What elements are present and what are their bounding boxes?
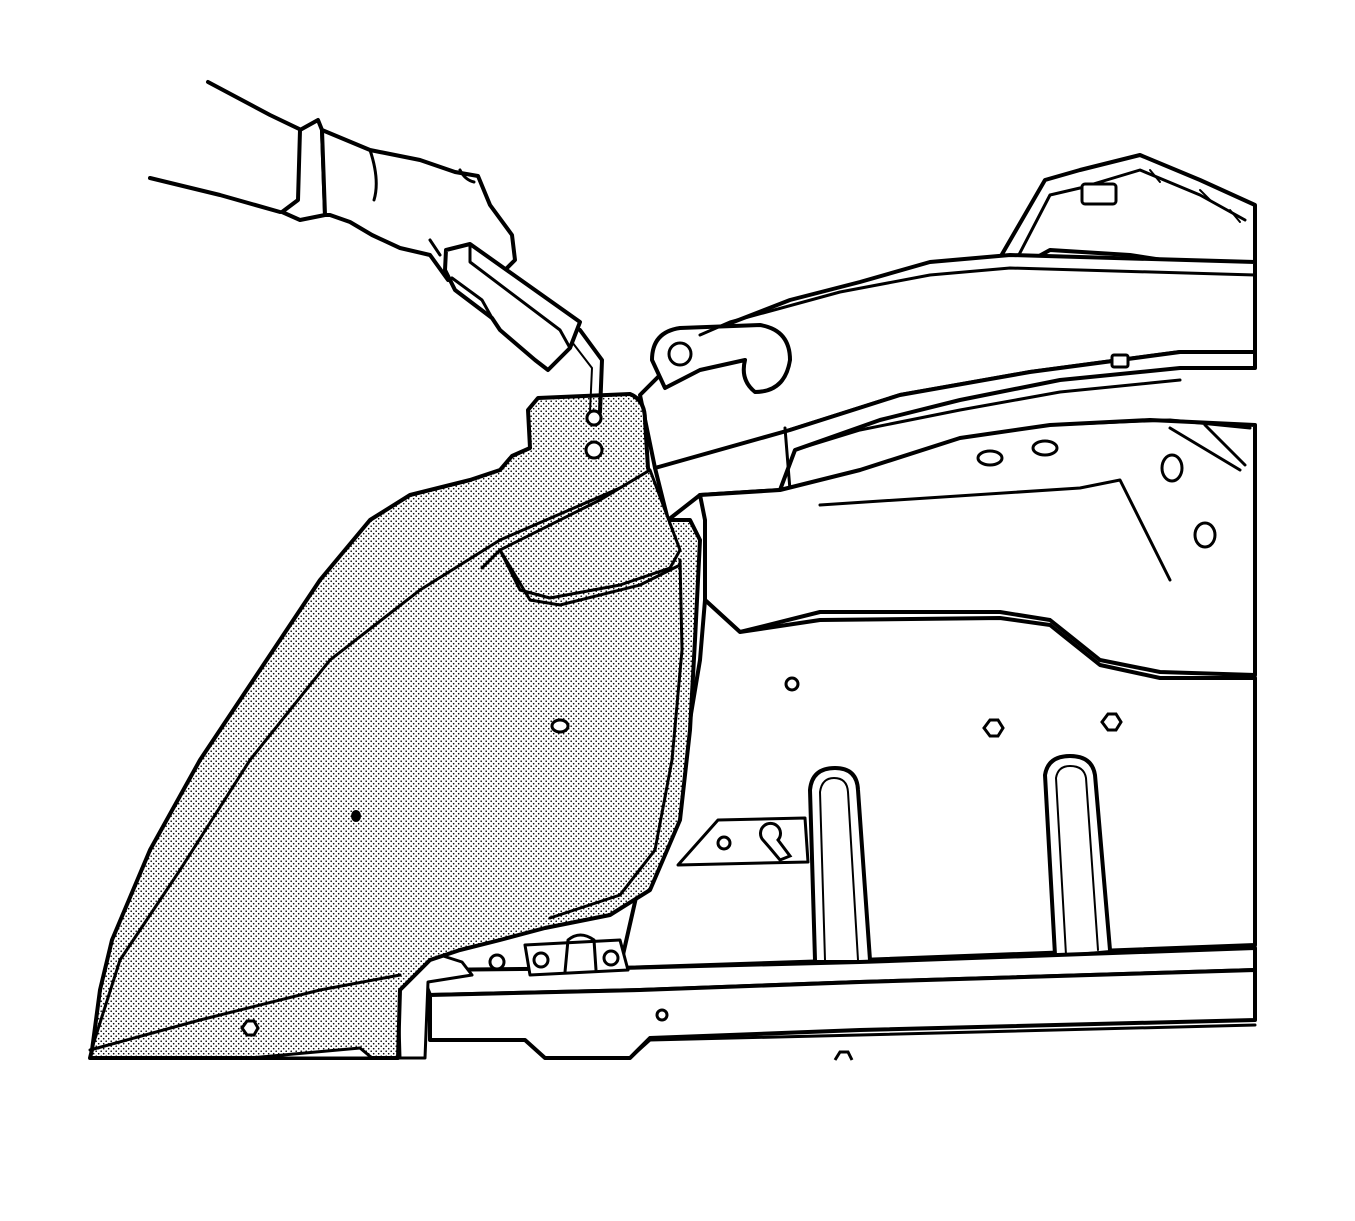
tool-handle-edge — [468, 242, 572, 350]
interior-panel-crease — [1168, 423, 1247, 472]
lower-bracket-hole-1 — [488, 953, 506, 971]
trim-panel-side-edge — [548, 558, 684, 920]
trim-panel-lower-cut — [88, 973, 402, 1052]
sill-lower-panel — [428, 968, 1257, 1060]
upper-rail-bracket-flange — [1008, 168, 1247, 274]
trim-panel-pocket — [248, 1046, 374, 1060]
arm-lower-edge — [148, 176, 282, 214]
rail-edge-line — [698, 266, 1257, 337]
panel-grommet-3 — [1160, 453, 1184, 483]
rail-mount-hole — [667, 341, 693, 367]
lower-bracket-hole-2 — [532, 951, 550, 969]
upper-trim-edge — [818, 478, 1172, 582]
trim-panel-clip-2 — [351, 810, 361, 822]
vertical-rib-right-inner — [1055, 765, 1099, 956]
bracket-clip — [1080, 182, 1118, 206]
rail-clip — [1110, 353, 1130, 369]
panel-grommet-2 — [1031, 439, 1059, 457]
trim-upper-hole-2 — [584, 440, 604, 460]
glove-cuff — [280, 118, 327, 222]
sill-hex-nut — [833, 1050, 854, 1061]
sill-hole-1 — [655, 1008, 669, 1022]
vertical-rib-left-inner — [819, 777, 859, 961]
panel-grommet-4 — [1193, 521, 1217, 549]
rail-mount-ear — [650, 323, 792, 394]
hex-key-shaft — [578, 328, 604, 414]
hand-with-tool — [148, 80, 604, 427]
lower-bracket — [523, 938, 630, 977]
fastener-screw — [585, 409, 603, 427]
trim-panel-ridge — [480, 548, 682, 607]
bracket-hole — [716, 835, 732, 851]
lower-bracket-hole-3 — [602, 949, 620, 967]
bracket-keyhole — [759, 821, 793, 862]
trim-panel-upper-flange — [498, 468, 682, 600]
hex-key-shaft-inner — [571, 341, 593, 413]
trim-panel — [88, 392, 702, 1060]
trim-panel-edge — [90, 473, 652, 1050]
bracket-tab — [1149, 169, 1241, 223]
panel-hole-1 — [784, 676, 800, 692]
upper-rail-bracket — [988, 153, 1257, 277]
panel-grommet-1 — [976, 449, 1004, 467]
panel-hex-nut-2 — [1100, 712, 1123, 732]
lower-bracket-notch — [563, 933, 598, 974]
panel-hex-nut-1 — [982, 718, 1005, 738]
trim-panel-clip-1 — [550, 718, 570, 734]
glove-knuckle-lines — [368, 148, 476, 264]
tool-handle-end — [450, 276, 494, 320]
vertical-rib-right — [1043, 754, 1112, 957]
trim-panel-hex-nut — [240, 1019, 260, 1037]
lower-rail-seam — [783, 378, 1182, 492]
interior-panel-step — [958, 418, 1252, 440]
body-structure — [396, 153, 1257, 1061]
hex-key-tool-icon — [443, 242, 582, 372]
sill-step — [628, 1023, 1257, 1060]
